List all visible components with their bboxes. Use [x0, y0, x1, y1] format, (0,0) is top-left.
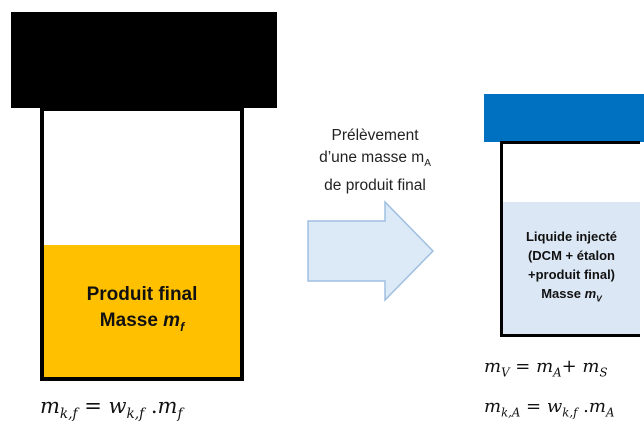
right-vial: Liquide injecté (DCM + étalon +produit f…: [500, 141, 640, 337]
injected-liquid-fill: Liquide injecté (DCM + étalon +produit f…: [503, 202, 640, 334]
final-product-fill: Produit final Masse mf: [44, 245, 240, 377]
equation-right-1: mV = mA+ mS: [484, 356, 608, 380]
left-container: Produit final Masse mf: [40, 107, 244, 381]
equation-right-2: mk,A = wk,f .mA: [484, 396, 615, 420]
arrow-caption: Prélèvement d’une masse mA de produit fi…: [280, 125, 470, 197]
caption-line-2: d’une masse mA: [319, 149, 431, 170]
caption-line-1: Prélèvement: [331, 127, 419, 144]
equation-left: mk,f = wk,f .mf: [40, 394, 183, 423]
caption-line-3: de produit final: [324, 177, 426, 195]
final-product-label: Produit final: [86, 284, 198, 306]
injected-liquid-line-2: (DCM + étalon: [527, 248, 616, 264]
right-vial-cap: [484, 94, 644, 142]
injected-liquid-mass-label: Masse mV: [541, 286, 602, 304]
transfer-arrow: [307, 200, 435, 302]
final-product-mass-label: Masse mf: [99, 310, 185, 334]
left-container-lid: [11, 12, 277, 108]
injected-liquid-line-1: Liquide injecté: [525, 229, 617, 245]
injected-liquid-line-3: +produit final): [527, 267, 616, 283]
arrow-shape: [307, 200, 435, 302]
